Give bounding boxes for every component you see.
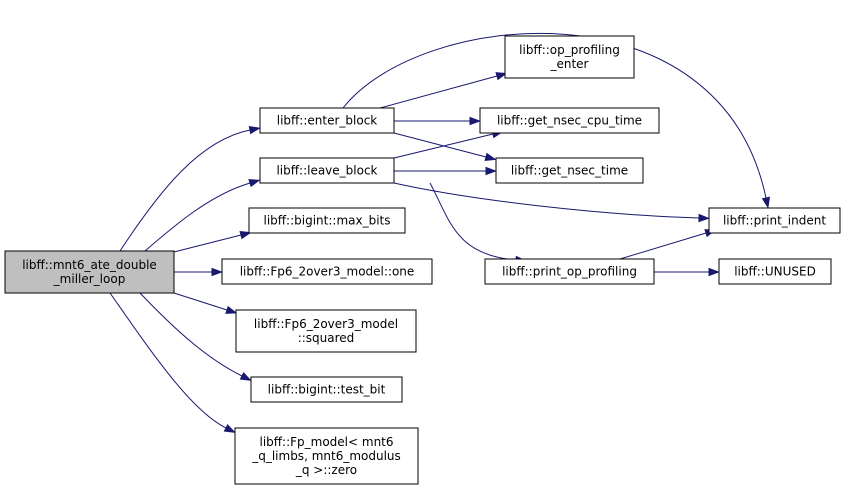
edge-line [393,133,494,159]
node-box [248,207,406,234]
node-label-line: ::squared [298,331,355,345]
node-box [495,157,644,184]
arrowhead [761,196,771,209]
node-fp6-squared[interactable]: libff::Fp6_2over3_model::squared [235,309,417,353]
edge-line [144,182,251,252]
arrowhead [708,267,720,277]
arrowhead [495,72,508,81]
edge-enter_block-to-get_nsec_cpu_time [394,116,481,126]
node-label-line: libff::op_profiling [519,43,620,57]
node-label-line: libff::mnt6_ate_double [22,258,157,272]
edge-line [173,234,242,253]
edge-root-to-leave_block [144,179,261,252]
node-box [221,258,433,285]
node-box [504,35,635,79]
node-label-line: _enter [549,57,588,71]
node-box [235,309,417,353]
node-unused[interactable]: libff::UNUSED [718,258,832,285]
node-print-indent[interactable]: libff::print_indent [708,207,841,234]
edge-root-to-test_bit [139,292,252,381]
edge-line [119,129,251,252]
edge-enter_block-to-get_nsec_time [393,132,497,161]
edge-enter_block-to-print_indent [342,32,771,209]
edge-line [393,132,487,158]
edge-line [173,292,228,311]
node-max-bits[interactable]: libff::bigint::max_bits [248,207,406,234]
node-box [718,258,832,285]
node-root[interactable]: libff::mnt6_ate_double_miller_loop [4,250,175,294]
arrowhead [484,152,497,161]
node-label-line: libff::UNUSED [734,265,816,279]
edge-root-to-enter_block [119,125,261,252]
node-label-line: libff::leave_block [276,164,377,178]
node-enter-block[interactable]: libff::enter_block [259,107,395,134]
node-label-line: _miller_loop [53,272,126,286]
arrowhead [239,231,252,240]
node-label-line: libff::bigint::max_bits [264,214,391,228]
arrowhead [698,213,710,223]
arrowhead [239,372,252,381]
node-label-line: libff::print_op_profiling [502,265,637,279]
arrowhead [248,125,261,135]
edge-print_op_profiling-to-print_indent [619,229,717,260]
arrowhead [225,305,238,314]
edge-leave_block-to-print_op_profiling [429,182,527,265]
node-box [484,258,655,285]
node-label-line: _q_limbs, mnt6_modulus [251,449,401,463]
edge-line [342,32,767,199]
edge-leave_block-to-get_nsec_cpu_time [393,130,504,159]
node-fp6-one[interactable]: libff::Fp6_2over3_model::one [221,258,433,285]
node-get-nsec-cpu-time[interactable]: libff::get_nsec_cpu_time [479,107,660,134]
edge-root-to-fp_zero [109,292,236,433]
node-test-bit[interactable]: libff::bigint::test_bit [250,376,403,403]
node-box [234,427,419,485]
arrowhead [248,179,261,188]
node-label-line: libff::bigint::test_bit [268,383,386,397]
edge-line [109,292,227,429]
node-label-line: libff::print_indent [723,214,826,228]
edge-root-to-fp6_one [174,267,223,277]
arrowhead [469,116,481,126]
node-get-nsec-time[interactable]: libff::get_nsec_time [495,157,644,184]
edge-line [139,292,243,377]
node-leave-block[interactable]: libff::leave_block [259,157,395,184]
edge-print_op_profiling-to-unused [654,267,720,277]
edge-enter_block-to-op_profiling_enter [379,72,508,109]
node-box [4,250,175,294]
edge-root-to-fp6_squared [173,292,238,314]
node-label-line: libff::Fp6_2over3_model [254,317,398,331]
node-label-line: libff::get_nsec_cpu_time [497,114,642,128]
node-box [250,376,403,403]
node-print-op-profiling[interactable]: libff::print_op_profiling [484,258,655,285]
edge-line [619,232,707,260]
node-label-line: _q >::zero [295,463,357,477]
edge-line [429,182,517,261]
edge-leave_block-to-print_indent [393,182,710,223]
edge-line [379,75,498,109]
node-box [259,107,395,134]
node-label-line: libff::enter_block [277,114,378,128]
node-box [479,107,660,134]
arrowhead [211,267,223,277]
node-op-profiling-enter[interactable]: libff::op_profiling_enter [504,35,635,79]
arrowhead [223,424,236,433]
node-fp-zero[interactable]: libff::Fp_model< mnt6_q_limbs, mnt6_modu… [234,427,419,485]
edge-root-to-max_bits [173,231,252,253]
edge-leave_block-to-get_nsec_time [394,166,497,176]
node-box [708,207,841,234]
node-box [259,157,395,184]
arrowhead [485,166,497,176]
node-label-line: libff::Fp_model< mnt6 [259,435,393,449]
edge-line [393,182,700,219]
node-label-line: libff::get_nsec_time [511,164,628,178]
node-label-line: libff::Fp6_2over3_model::one [240,265,415,279]
